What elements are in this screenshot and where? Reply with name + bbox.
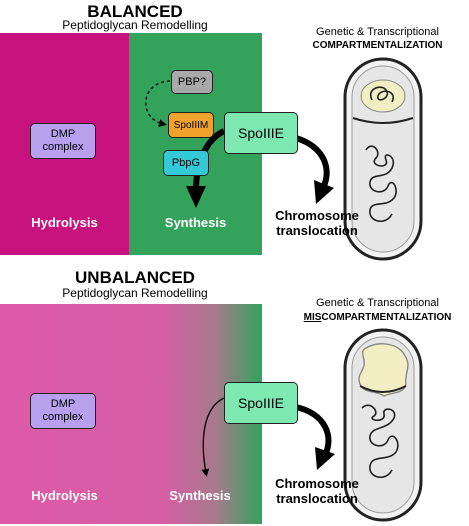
miscompartmentalization-label: MISCOMPARTMENTALIZATION — [290, 312, 465, 323]
synthesis-label-top: Synthesis — [164, 215, 227, 230]
spoiiim-label: SpoIIIM — [173, 119, 209, 131]
pbpg-label: PbpG — [171, 156, 201, 169]
right-line1-bottom: Genetic & Transcriptional — [316, 297, 439, 309]
pbp-label: PBP? — [177, 75, 207, 88]
arrow-to-synthesis-bottom — [201, 397, 225, 477]
subtitle-bottom: Peptidoglycan Remodelling — [62, 286, 208, 300]
spoiiie-box-top: SpoIIIE — [224, 112, 298, 154]
hydrolysis-label-top: Hydrolysis — [31, 215, 98, 230]
compartmentalization-label: COMPARTMENTALIZATION — [312, 40, 443, 51]
spoiiie-label-top: SpoIIIE — [238, 124, 284, 141]
title-balanced: BALANCED — [87, 2, 183, 21]
arrow-to-chromosome-bottom — [295, 404, 332, 457]
spoiiim-box: SpoIIIM — [168, 112, 214, 138]
arrowhead-chromosome-top — [314, 180, 334, 204]
compartmentalization-suffix: COMPARTMENTALIZATION — [321, 312, 452, 323]
subtitle-top: Peptidoglycan Remodelling — [62, 18, 208, 32]
dmp-complex-box-bottom: DMP complex — [30, 393, 96, 429]
cell-miscompartmentalized — [343, 328, 423, 522]
spoiiie-box-bottom: SpoIIIE — [224, 382, 298, 424]
mis-prefix: MIS — [303, 312, 322, 323]
right-line1-top: Genetic & Transcriptional — [316, 26, 439, 38]
cell-compartmentalized — [343, 57, 423, 261]
chromosome-translocation-label-top: Chromosome translocation — [275, 208, 359, 238]
hydrolysis-label-bottom: Hydrolysis — [31, 488, 98, 503]
misshapen-septum — [358, 343, 409, 397]
synthesis-label-bottom: Synthesis — [169, 488, 231, 503]
chromosome-translocation-label-bottom: Chromosome translocation — [275, 476, 359, 506]
spoiiie-label-bottom: SpoIIIE — [238, 394, 284, 411]
pbpg-box: PbpG — [163, 150, 209, 176]
dmp-complex-box-top: DMP complex — [30, 123, 96, 159]
arrow-to-chromosome-top — [294, 135, 330, 190]
dmp-complex-label-bottom: DMP complex — [42, 398, 84, 423]
arrowhead-synthesis-top — [186, 186, 206, 208]
title-unbalanced: UNBALANCED — [75, 268, 195, 287]
arrowhead-chromosome-bottom — [315, 447, 335, 470]
dashed-arrow-top — [145, 80, 171, 127]
dmp-complex-label-top: DMP complex — [42, 128, 84, 153]
pbp-box: PBP? — [171, 70, 213, 94]
